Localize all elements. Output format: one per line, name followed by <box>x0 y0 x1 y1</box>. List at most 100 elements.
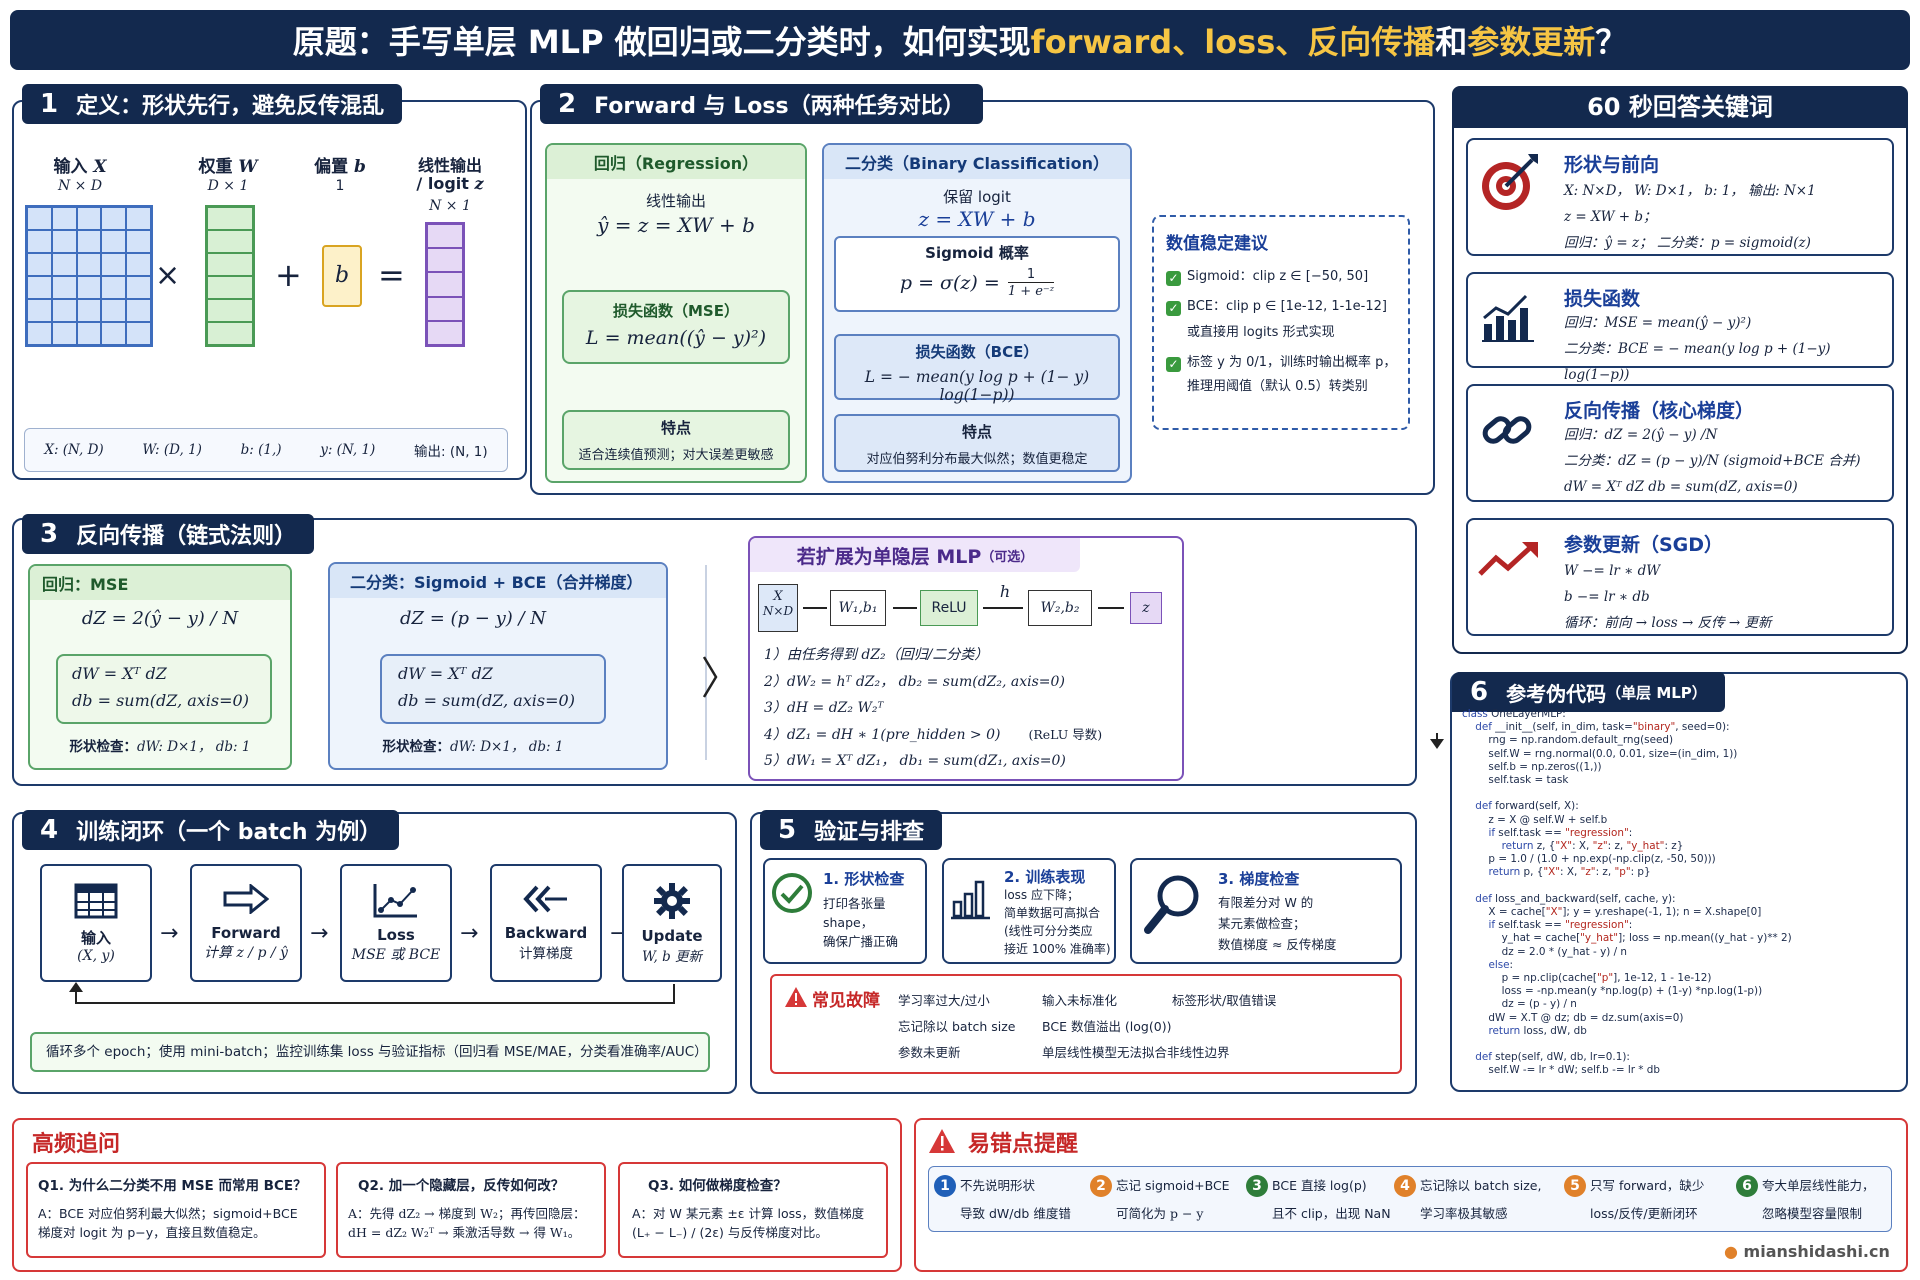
mlp-extension-box <box>748 536 1184 781</box>
warning-icon <box>929 1129 955 1153</box>
x-shape: N × D <box>57 178 103 194</box>
binary-feature-desc: 对应伯努利分布最大似然；数值更稳定 <box>866 452 1088 467</box>
loop-step-title: Update <box>641 927 703 945</box>
regression-db: db = sum(dZ, axis=0) <box>72 691 249 710</box>
loop-step-title: Loss <box>377 926 415 944</box>
faq-question: Q3. 如何做梯度检查？ <box>648 1178 787 1194</box>
binary-shape-check: 形状检查：dW: D×1， db: 1 <box>382 739 564 755</box>
stability-item: ✓标签 y 为 0/1，训练时输出概率 p， <box>1166 354 1408 372</box>
mse-formula: L = mean((ŷ − y)²) <box>585 327 767 349</box>
plus-op: + <box>275 256 302 294</box>
mlp-node-z: z <box>1130 592 1162 624</box>
w-shape: D × 1 <box>207 178 249 194</box>
table-icon <box>74 883 118 918</box>
regression-head: 回归（Regression） <box>547 145 805 179</box>
sigmoid-numerator: 1 <box>1026 267 1036 282</box>
binary-grad-box: dW = Xᵀ dZ db = sum(dZ, axis=0) <box>380 654 606 724</box>
loop-return-line <box>673 984 675 1004</box>
keyword-card-title: 参数更新（SGD） <box>1564 534 1724 556</box>
validation-card-training: 2. 训练表现 loss 应下降；简单数据可高拟合(线性可分分类应接近 100%… <box>942 858 1116 964</box>
bce-title: 损失函数（BCE） <box>915 343 1039 361</box>
shape-x: X: (N, D) <box>44 442 104 458</box>
section-pseudocode <box>1450 672 1908 1092</box>
backprop-binary-head: 二分类：Sigmoid + BCE（合并梯度） <box>330 564 666 598</box>
bce-box: 损失函数（BCE） L = − mean(y log p + (1− y) lo… <box>834 334 1120 404</box>
validation-card-grad: 3. 梯度检查 有限差分对 W 的某元素做检查；数值梯度 ≈ 反传梯度 <box>1130 858 1402 964</box>
shape-y: y: (N, 1) <box>320 442 376 458</box>
b-cell: b <box>322 245 362 307</box>
loop-return-arrowhead <box>69 982 83 992</box>
fault-item: 标签形状/取值错误 <box>1172 993 1277 1008</box>
w-label: 权重 W <box>198 157 258 177</box>
loop-step-sub: 计算 z / p / ŷ <box>204 945 288 961</box>
mlp-arrow <box>983 607 1023 609</box>
line-chart-icon <box>373 884 417 918</box>
shape-out: 输出: (N, 1) <box>413 444 488 460</box>
mlp-arrow <box>803 607 827 609</box>
arrow-down <box>1430 733 1444 749</box>
title-part-3: 和 <box>1435 23 1468 61</box>
binary-head: 二分类（Binary Classification） <box>824 145 1130 179</box>
z-label: 线性输出 <box>417 156 482 175</box>
binary-logit-label: 保留 logit <box>943 188 1011 206</box>
loop-step-backward: Backward 计算梯度 <box>490 864 602 982</box>
loop-note: 循环多个 epoch；使用 mini-batch；监控训练集 loss 与验证指… <box>30 1032 710 1072</box>
faq-question: Q1. 为什么二分类不用 MSE 而常用 BCE？ <box>38 1178 307 1194</box>
loop-step-title: Backward <box>504 924 588 942</box>
binary-db: db = sum(dZ, axis=0) <box>398 691 575 710</box>
loop-step-sub: 计算梯度 <box>519 946 573 962</box>
backprop-regression-head: 回归：MSE <box>30 566 290 600</box>
regression-dz: dZ = 2(ŷ − y) / N <box>81 608 239 629</box>
loop-return-line <box>75 1002 675 1004</box>
page-title: 原题：手写单层 MLP 做回归或二分类时，如何实现 forward、loss、反… <box>10 10 1910 70</box>
loop-step-forward: Forward 计算 z / p / ŷ <box>190 864 302 982</box>
loop-step-input: 输入 (X, y) <box>40 864 152 982</box>
loop-step-loss: Loss MSE 或 BCE <box>340 864 452 982</box>
stability-box: 数值稳定建议 ✓Sigmoid：clip z ∈ [−50, 50] ✓BCE：… <box>1152 215 1410 430</box>
regression-output-label: 线性输出 <box>645 192 706 210</box>
mse-box: 损失函数（MSE） L = mean((ŷ − y)²) <box>562 290 790 364</box>
loop-arrow: → <box>310 921 329 946</box>
faults-col-3: 标签形状/取值错误 <box>1172 988 1276 1014</box>
z-shape: N × 1 <box>429 198 471 214</box>
binary-feature-box: 特点 对应伯努利分布最大似然；数值更稳定 <box>834 414 1120 472</box>
shape-b: b: (1,) <box>240 442 282 458</box>
z-matrix <box>425 222 465 347</box>
times-op: × <box>155 258 181 293</box>
sigmoid-formula: p = σ(z) = <box>899 272 1000 294</box>
loop-step-sub: W, b 更新 <box>641 949 703 965</box>
stability-item: 或直接用 logits 形式实现 <box>1187 325 1335 340</box>
binary-feature-title: 特点 <box>961 423 992 441</box>
site-watermark[interactable]: ● mianshidashi.cn <box>1724 1242 1890 1261</box>
fault-item: 单层线性模型无法拟合非线性边界 <box>1042 1045 1230 1060</box>
mlp-steps: 1）由任务得到 dZ₂（回归/二分类）2）dW₂ = hᵀ dZ₂， db₂ =… <box>764 647 1103 769</box>
regression-dw: dW = Xᵀ dZ <box>72 664 167 683</box>
b-label: 偏置 b <box>314 157 366 177</box>
stability-item: ✓BCE：clip p ∈ [1e-12, 1-1e-12] <box>1166 298 1408 316</box>
stability-title: 数值稳定建议 <box>1166 234 1268 254</box>
binary-forward-formula: z = XW + b <box>918 207 1036 231</box>
check-circle-icon <box>772 873 812 913</box>
sigmoid-title: Sigmoid 概率 <box>925 244 1029 262</box>
binary-dw: dW = Xᵀ dZ <box>398 664 493 683</box>
mlp-title: 若扩展为单隐层 MLP（可选） <box>750 538 1080 572</box>
double-arrow-left-icon <box>523 885 567 913</box>
loop-arrow: → <box>460 921 479 946</box>
sigmoid-box: Sigmoid 概率 p = σ(z) = 1 1 + e⁻ᶻ <box>834 236 1120 312</box>
binary-dz: dZ = (p − y) / N <box>399 608 547 629</box>
